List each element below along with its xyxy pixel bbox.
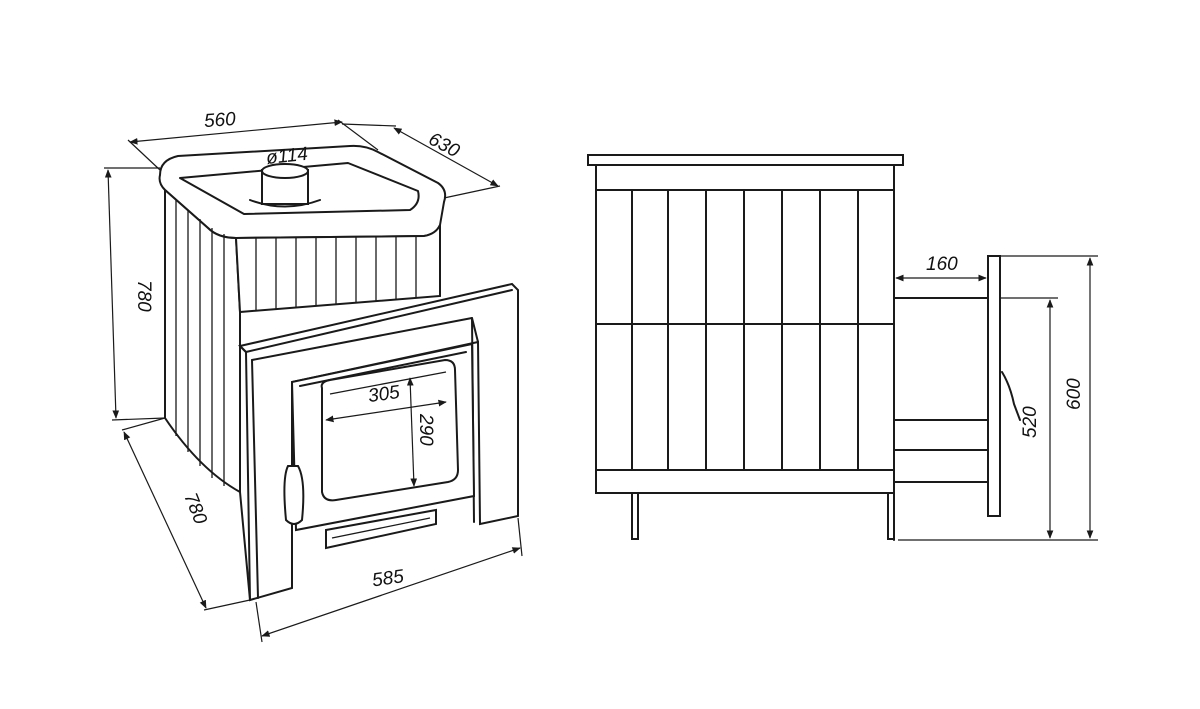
- label-160: 160: [926, 254, 958, 275]
- side-door-frame: [893, 255, 1021, 541]
- label-290: 290: [415, 413, 436, 446]
- ash-pan: [325, 508, 437, 550]
- dim-585: [255, 517, 523, 643]
- label-flue-diameter: ø114: [265, 144, 309, 169]
- door-handle: [283, 431, 305, 525]
- dim-600: [1000, 255, 1098, 541]
- portal-top-edge: [239, 289, 513, 353]
- label-585: 585: [371, 566, 406, 591]
- side-view: 160 520 600: [587, 154, 1098, 541]
- label-520: 520: [1020, 406, 1041, 438]
- body-front-upper: [234, 224, 441, 314]
- side-leg-left: [631, 492, 639, 540]
- side-top-lid: [587, 154, 904, 166]
- stone-tank-opening: [179, 162, 420, 215]
- label-780-height: 780: [133, 280, 154, 312]
- dim-520: [898, 297, 1060, 541]
- dim-780-depth: [121, 417, 251, 611]
- label-780-depth: 780: [179, 490, 211, 528]
- label-630: 630: [425, 129, 463, 163]
- front-upper-slats: [255, 236, 417, 311]
- dim-630: [341, 123, 501, 199]
- dim-560: [127, 119, 379, 171]
- side-slats: [595, 189, 895, 471]
- dim-290: [406, 377, 418, 487]
- dim-305: [325, 399, 447, 423]
- flue-pipe: [249, 163, 321, 208]
- label-305: 305: [367, 382, 402, 407]
- left-panel-slats: [175, 200, 225, 486]
- dim-780-height: [104, 167, 166, 421]
- isometric-view: 560 630 ø114 780 780 585 305 290: [104, 109, 523, 643]
- label-560: 560: [203, 109, 237, 132]
- dim-160: [893, 268, 987, 298]
- door-glass: [320, 358, 460, 502]
- label-600: 600: [1064, 378, 1085, 410]
